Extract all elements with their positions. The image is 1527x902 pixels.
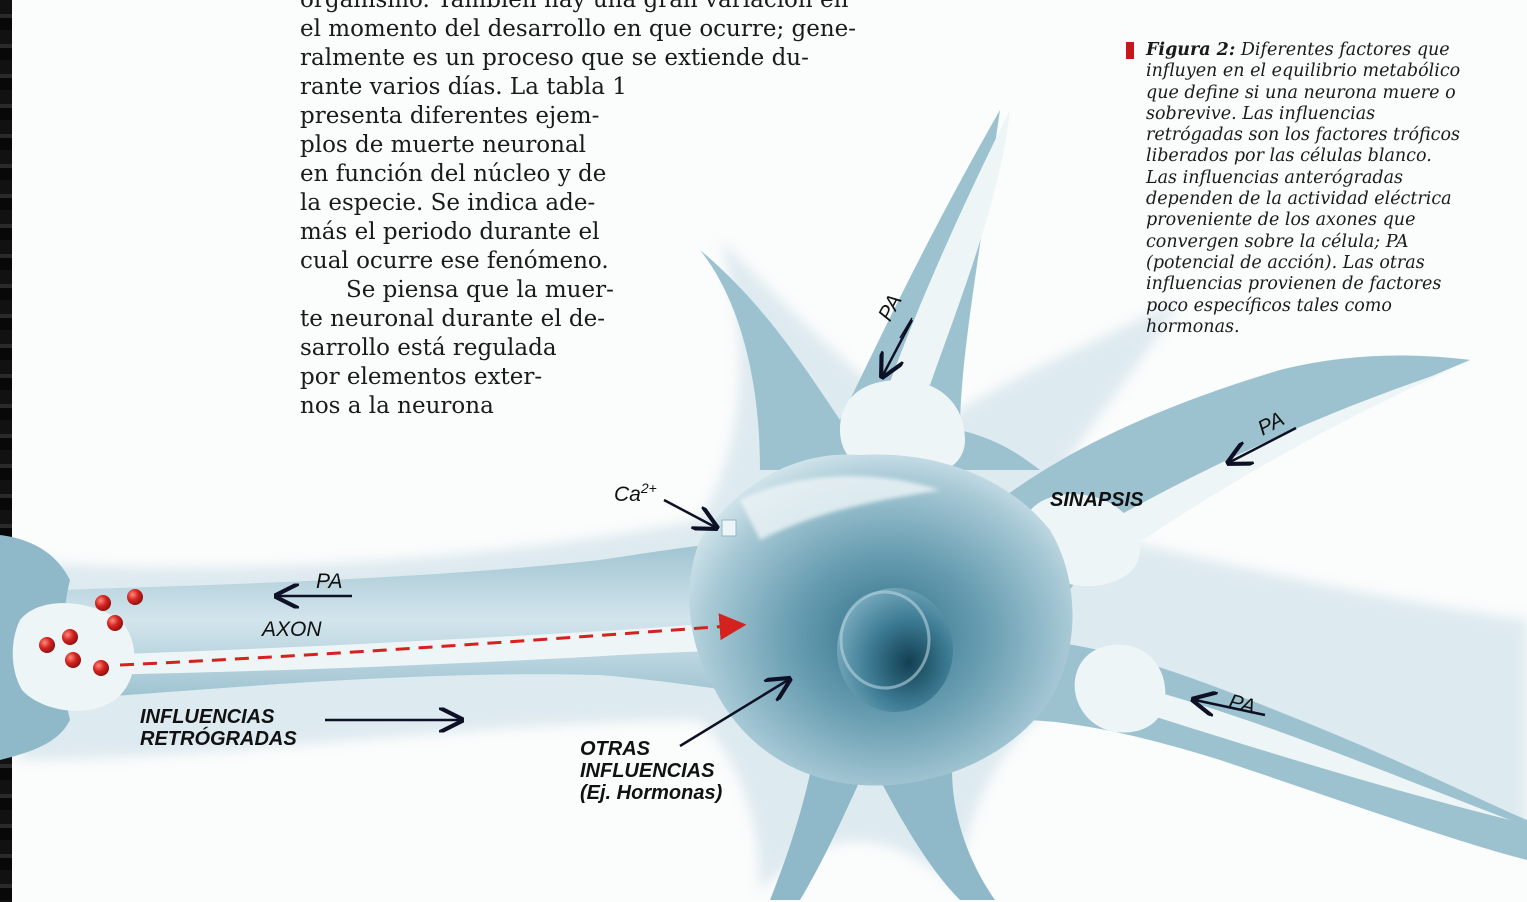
body-text-line: plos de muerte neuronal	[300, 131, 627, 160]
caption-line: (potencial de acción). Las otras	[1126, 253, 1496, 274]
label-otras-influencias: INFLUENCIAS	[580, 760, 714, 782]
label-pa-axon: PA	[316, 570, 342, 594]
caption-line: influencias provienen de factores	[1126, 274, 1496, 295]
body-text-line: sarrollo está regulada	[300, 334, 627, 363]
caption-line: proveniente de los axones que	[1126, 210, 1496, 231]
caption-line: que define si una neurona muere o	[1126, 83, 1496, 104]
caption-marker	[1126, 42, 1134, 59]
caption-line: dependen de la actividad eléctrica	[1126, 189, 1496, 210]
vesicle	[65, 652, 81, 668]
label-ej-hormonas: (Ej. Hormonas)	[580, 782, 722, 804]
caption-line: retrógadas son los factores tróficos	[1126, 125, 1496, 146]
body-text-line: organismo. También hay una gran variació…	[300, 0, 856, 15]
body-text-line: el momento del desarrollo en que ocurre;…	[300, 15, 856, 44]
vesicle	[39, 637, 55, 653]
body-text-top: organismo. También hay una gran variació…	[300, 0, 856, 73]
body-text-narrow: rante varios días. La tabla 1 presenta d…	[300, 73, 627, 421]
caption-line: Las influencias anterógradas	[1126, 168, 1496, 189]
caption-line: hormonas.	[1126, 317, 1496, 338]
label-axon: AXON	[262, 618, 322, 642]
body-text-line: por elementos exter-	[300, 363, 627, 392]
label-calcium-charge: 2+	[641, 480, 657, 496]
body-text-line: en función del núcleo y de	[300, 160, 627, 189]
label-calcium-base: Ca	[614, 483, 641, 506]
caption-line: influyen en el equilibrio metabólico	[1126, 61, 1496, 82]
caption-line: poco específicos tales como	[1126, 296, 1496, 317]
label-sinapsis: SINAPSIS	[1050, 489, 1143, 511]
body-text-line: Se piensa que la muer-	[300, 276, 627, 305]
calcium-channel	[722, 520, 736, 536]
body-text-line: nos a la neurona	[300, 392, 627, 421]
caption-line: liberados por las células blanco.	[1126, 146, 1496, 167]
body-text-line: más el periodo durante el	[300, 218, 627, 247]
caption-line: sobrevive. Las influencias	[1126, 104, 1496, 125]
body-text-line: cual ocurre ese fenómeno.	[300, 247, 627, 276]
caption-label: Figura 2:	[1146, 40, 1235, 60]
body-text-line: presenta diferentes ejem-	[300, 102, 627, 131]
vesicle	[127, 589, 143, 605]
figure-caption: Figura 2: Diferentes factores que influy…	[1126, 40, 1496, 338]
vesicle	[95, 595, 111, 611]
body-text-line: la especie. Se indica ade-	[300, 189, 627, 218]
label-retrogradas: RETRÓGRADAS	[140, 728, 297, 750]
label-calcium: Ca2+	[614, 480, 657, 507]
vesicle	[107, 615, 123, 631]
label-influencias: INFLUENCIAS	[140, 706, 274, 728]
body-text-line: ralmente es un proceso que se extiende d…	[300, 44, 856, 73]
vesicle	[93, 660, 109, 676]
label-otras: OTRAS	[580, 738, 650, 760]
caption-first-line: Diferentes factores que	[1235, 40, 1449, 60]
caption-line: Figura 2: Diferentes factores que	[1126, 40, 1496, 61]
body-text-line: te neuronal durante el de-	[300, 305, 627, 334]
body-text-line: rante varios días. La tabla 1	[300, 73, 627, 102]
caption-line: convergen sobre la célula; PA	[1126, 232, 1496, 253]
vesicle	[62, 629, 78, 645]
